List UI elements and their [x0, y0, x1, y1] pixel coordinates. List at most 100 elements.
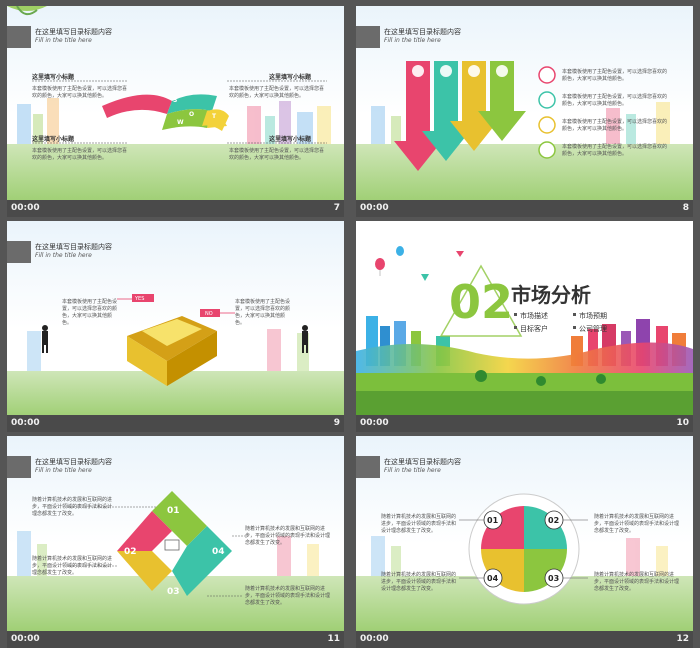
body-text-top-right: 本套模板使用了主配色设置，可以选择您喜欢的颜色，大家可以换其他颜色。: [229, 86, 325, 99]
column-green: [478, 61, 526, 141]
body-text-bottom-left: 本套模板使用了主配色设置，可以选择您喜欢的颜色，大家可以换其他颜色。: [32, 148, 128, 161]
body-text-1: 随着计算机技术的发展和互联网的进步，平面设计领域的表现手法和设计理念都发生了改变…: [32, 497, 113, 517]
slide-number: 10: [676, 418, 689, 428]
diamond-graphic: 01 02 03 04: [67, 491, 247, 597]
slide-12-footer: 00:00 12: [356, 631, 693, 648]
title-bar: 在这里填写目录标题内容 Fill in the title here: [7, 241, 344, 263]
clock-icon: [538, 141, 556, 159]
quadrant-01: [481, 506, 524, 549]
slide-7[interactable]: 在这里填写目录标题内容 Fill in the title here 这里填写小…: [7, 6, 344, 202]
title-bar: 在这里填写目录标题内容 Fill in the title here: [7, 26, 344, 48]
subtitle-top-left: 这里填写小标题: [32, 74, 75, 81]
body-text-3: 随着计算机技术的发展和互联网的进步，平面设计领域的表现手法和设计理念都发生了改变…: [381, 572, 457, 592]
keyboard-key-graphic: YES NO: [42, 294, 308, 386]
yes-tag: [132, 294, 154, 302]
swot-graphic: S W O T: [32, 80, 327, 144]
body-text-4: 本套模板使用了主配色设置，可以选择您喜欢的颜色，大家可以换其他颜色。: [562, 144, 668, 157]
body-text-1: 本套模板使用了主配色设置，可以选择您喜欢的颜色，大家可以换其他颜色。: [562, 69, 668, 82]
slide-title-en: Fill in the title here: [384, 467, 441, 474]
monitor-icon: [164, 539, 180, 551]
label-04: 04: [212, 547, 225, 557]
slide-title: 在这里填写目录标题内容: [384, 28, 461, 36]
slide-background: [356, 221, 693, 417]
slide-title: 在这里填写目录标题内容: [35, 28, 112, 36]
play-time: 00:00: [11, 418, 40, 428]
play-time: 00:00: [11, 634, 40, 644]
slide-background: [7, 6, 344, 202]
mic-icon: [538, 66, 556, 84]
segment-03: [117, 551, 172, 591]
slide-8[interactable]: 在这里填写目录标题内容 Fill in the title here 本套模板使…: [356, 6, 693, 202]
label-01: 01: [167, 506, 180, 516]
body-text-3: 随着计算机技术的发展和互联网的进步，平面设计领域的表现手法和设计理念都发生了改变…: [245, 526, 331, 546]
swot-s: S: [173, 97, 177, 104]
slide-number: 12: [676, 634, 689, 644]
speaker-icon: [538, 116, 556, 134]
body-text-4: 随着计算机技术的发展和互联网的进步，平面设计领域的表现手法和设计理念都发生了改变…: [245, 586, 331, 606]
balloon-icon: [375, 258, 385, 270]
segment-04: [172, 526, 232, 596]
label-03: 03: [548, 574, 559, 583]
body-text-right: 本套模板使用了主配色设置，可以选择您喜欢的颜色，大家可以换其他颜色。: [235, 299, 291, 326]
no-tag: [200, 309, 220, 317]
slide-11[interactable]: 在这里填写目录标题内容 Fill in the title here 01 02…: [7, 436, 344, 632]
slide-8-footer: 00:00 8: [356, 200, 693, 217]
slide-number: 9: [333, 418, 340, 428]
label-04: 04: [487, 574, 499, 583]
column-teal: [422, 61, 470, 161]
body-text-4: 随着计算机技术的发展和互联网的进步，平面设计领域的表现手法和设计理念都发生了改变…: [594, 572, 680, 592]
swot-w: W: [177, 119, 184, 126]
slide-title-en: Fill in the title here: [384, 37, 441, 44]
title-block: [7, 241, 31, 263]
play-time: 00:00: [360, 634, 389, 644]
body-text-2: 随着计算机技术的发展和互联网的进步，平面设计领域的表现手法和设计理念都发生了改变…: [32, 556, 113, 576]
play-time: 00:00: [11, 203, 40, 213]
title-bar: 在这里填写目录标题内容 Fill in the title here: [356, 456, 693, 478]
play-time: 00:00: [360, 203, 389, 213]
label-02: 02: [548, 516, 559, 525]
section-item-1: 市场描述: [520, 312, 548, 320]
body-text-3: 本套模板使用了主配色设置，可以选择您喜欢的颜色，大家可以换其他颜色。: [562, 119, 668, 132]
section-number: 02: [449, 275, 514, 329]
segment-02: [117, 511, 172, 551]
quadrant-02: [524, 506, 567, 549]
play-time: 00:00: [360, 418, 389, 428]
svg-text:YES: YES: [134, 296, 144, 302]
slide-title: 在这里填写目录标题内容: [35, 458, 112, 466]
section-item-3: 目标客户: [520, 325, 548, 333]
body-text-2: 本套模板使用了主配色设置，可以选择您喜欢的颜色，大家可以换其他颜色。: [562, 94, 668, 107]
arrow-columns-graphic: [394, 61, 556, 171]
quadrant-03: [524, 549, 567, 592]
subtitle-top-right: 这里填写小标题: [269, 74, 312, 81]
subtitle-bottom-left: 这里填写小标题: [32, 136, 75, 143]
section-item-2: 市场预期: [579, 312, 607, 320]
item-bullets: [514, 313, 576, 329]
section-decoration: [375, 246, 523, 337]
svg-text:NO: NO: [205, 311, 213, 317]
balloon-icon: [396, 246, 404, 256]
slide-number: 7: [333, 203, 340, 213]
swot-t: T: [212, 113, 217, 120]
section-title: 市场分析: [511, 283, 591, 307]
slide-7-footer: 00:00 7: [7, 200, 344, 217]
slide-10[interactable]: 02 市场分析 市场描述 市场预期 目标客户 公司管理: [356, 221, 693, 417]
column-pink: [394, 61, 442, 171]
title-block: [356, 26, 380, 48]
slide-9-footer: 00:00 9: [7, 415, 344, 432]
slide-12[interactable]: 在这里填写目录标题内容 Fill in the title here 01 02…: [356, 436, 693, 632]
slide-11-footer: 00:00 11: [7, 631, 344, 648]
subtitle-bottom-right: 这里填写小标题: [269, 136, 312, 143]
slide-9[interactable]: 在这里填写目录标题内容 Fill in the title here YES N…: [7, 221, 344, 417]
title-block: [7, 26, 31, 48]
body-text-top-left: 本套模板使用了主配色设置，可以选择您喜欢的颜色，大家可以换其他颜色。: [32, 86, 128, 99]
segment-01: [152, 491, 207, 546]
title-block: [356, 456, 380, 478]
title-block: [7, 456, 31, 478]
businessman-left-icon: [42, 325, 48, 353]
slide-title-en: Fill in the title here: [35, 252, 92, 259]
body-text-bottom-right: 本套模板使用了主配色设置，可以选择您喜欢的颜色，大家可以换其他颜色。: [229, 148, 325, 161]
slide-title: 在这里填写目录标题内容: [384, 458, 461, 466]
title-bar: 在这里填写目录标题内容 Fill in the title here: [7, 456, 344, 478]
circle-quadrant-graphic: 01 02 03 04: [459, 493, 588, 605]
label-02: 02: [124, 547, 137, 557]
